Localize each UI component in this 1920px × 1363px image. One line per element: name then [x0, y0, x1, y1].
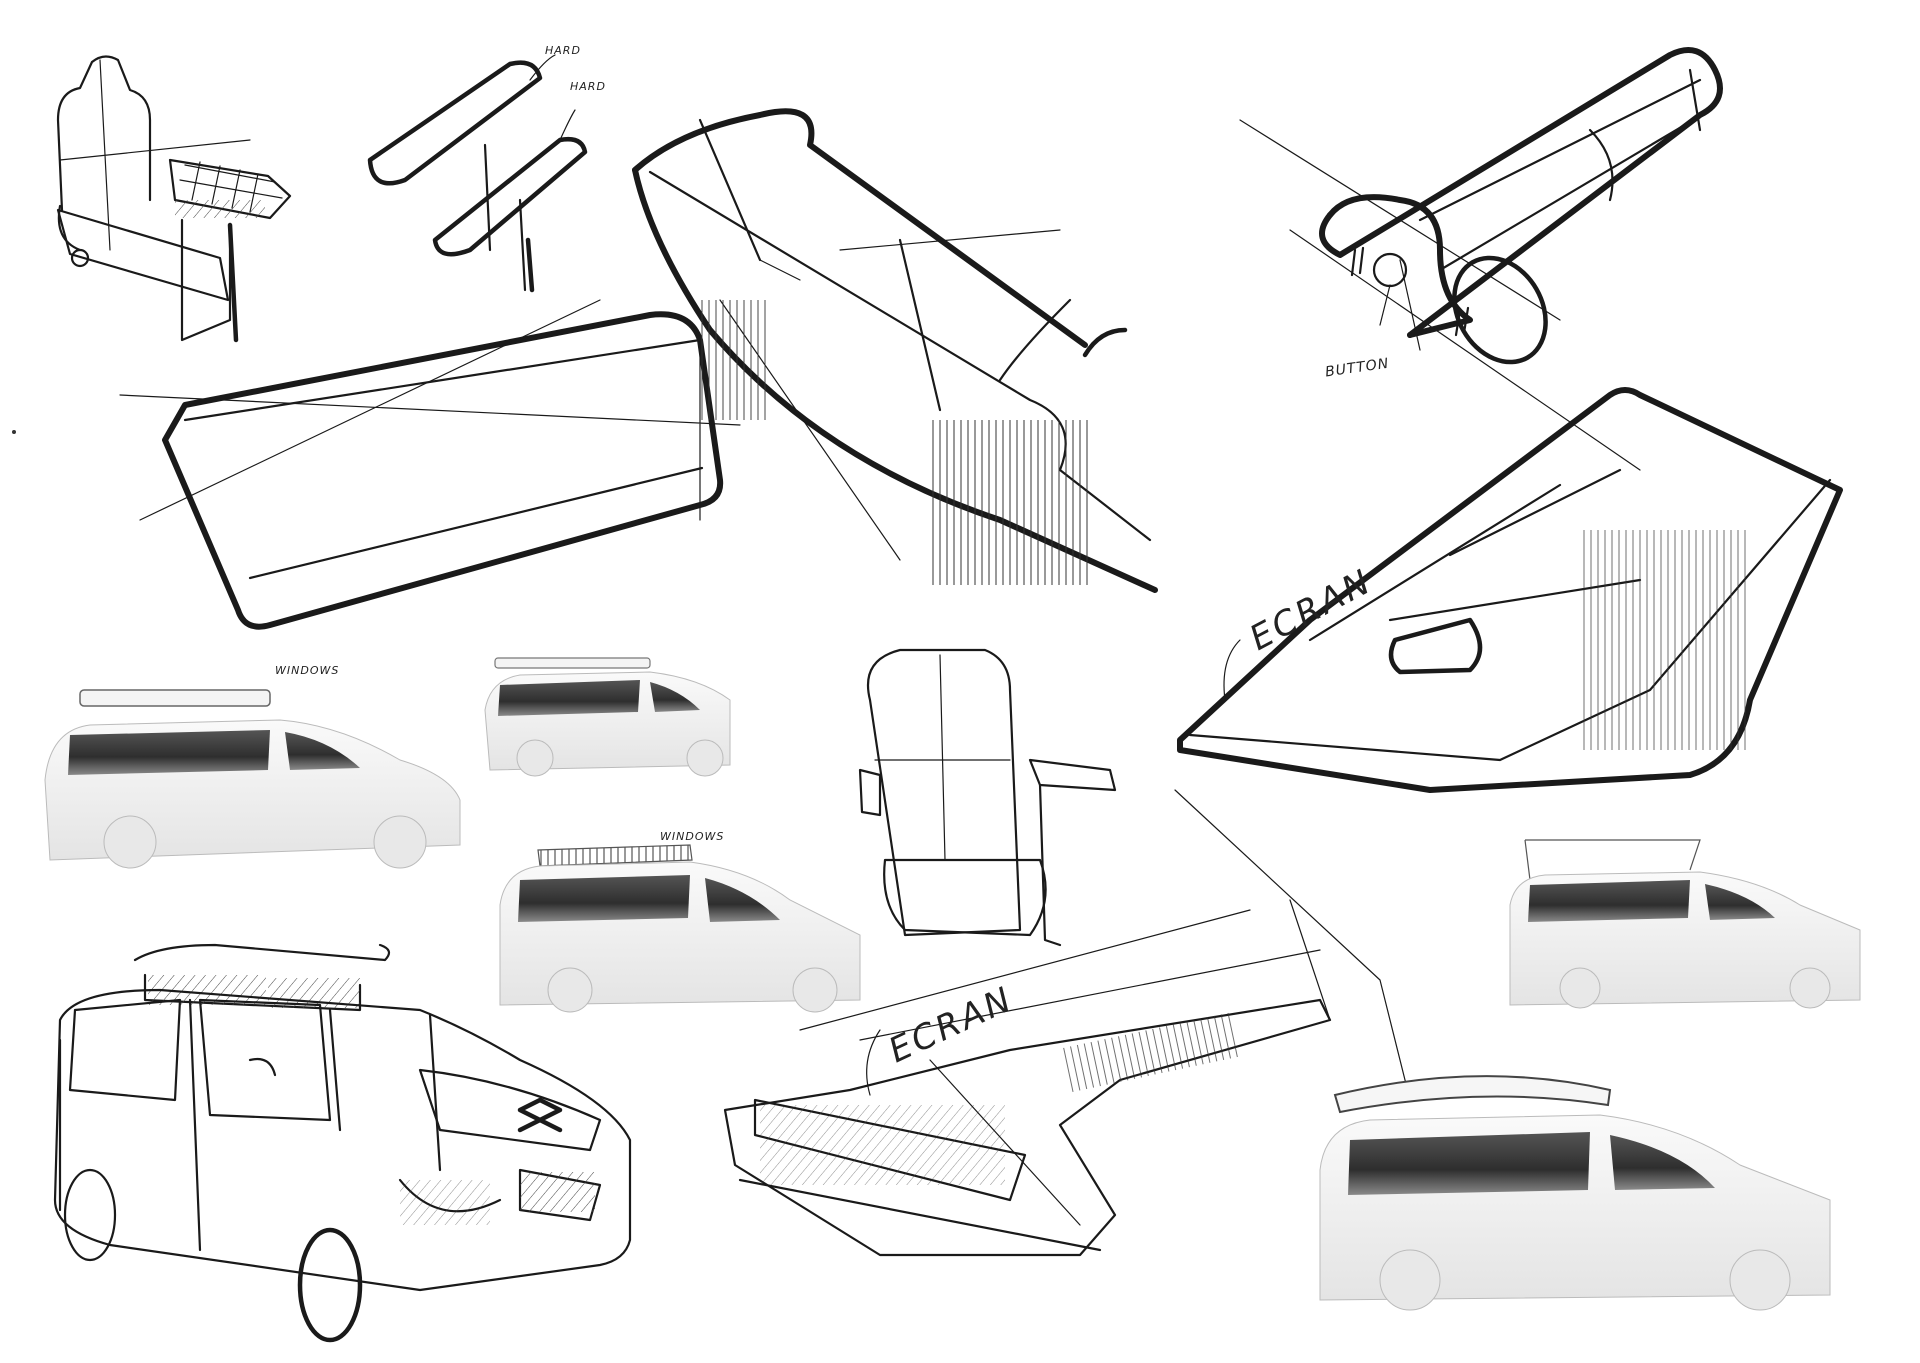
- seat-with-keyboard-sketch: [56, 55, 292, 343]
- van-windows-annotation-1: WINDOWS: [275, 664, 340, 677]
- van-line-drawing: [53, 943, 632, 1343]
- van-render-5: [1319, 1075, 1831, 1311]
- flat-platform-screen-sketch: [723, 899, 1332, 1257]
- curved-bench-sketch: [632, 108, 1158, 593]
- armrest-annotation-1: HARD: [545, 44, 581, 57]
- stray-ink-dot: [12, 430, 16, 434]
- seat-with-side-table-sketch: [858, 648, 1117, 947]
- bolster-with-button-sketch: [1239, 47, 1723, 471]
- van-windows-annotation-2: WINDOWS: [660, 830, 725, 843]
- van-render-4: [1509, 839, 1861, 1009]
- flat-cushion-sketch: [119, 299, 741, 630]
- sloped-tray-screen-sketch: [1174, 387, 1843, 1101]
- van-render-3: [499, 844, 861, 1013]
- armrest-annotation-2: HARD: [570, 80, 606, 93]
- armrests-sketch: [367, 54, 588, 293]
- van-render-1: [44, 689, 461, 869]
- van-render-2: [484, 657, 731, 777]
